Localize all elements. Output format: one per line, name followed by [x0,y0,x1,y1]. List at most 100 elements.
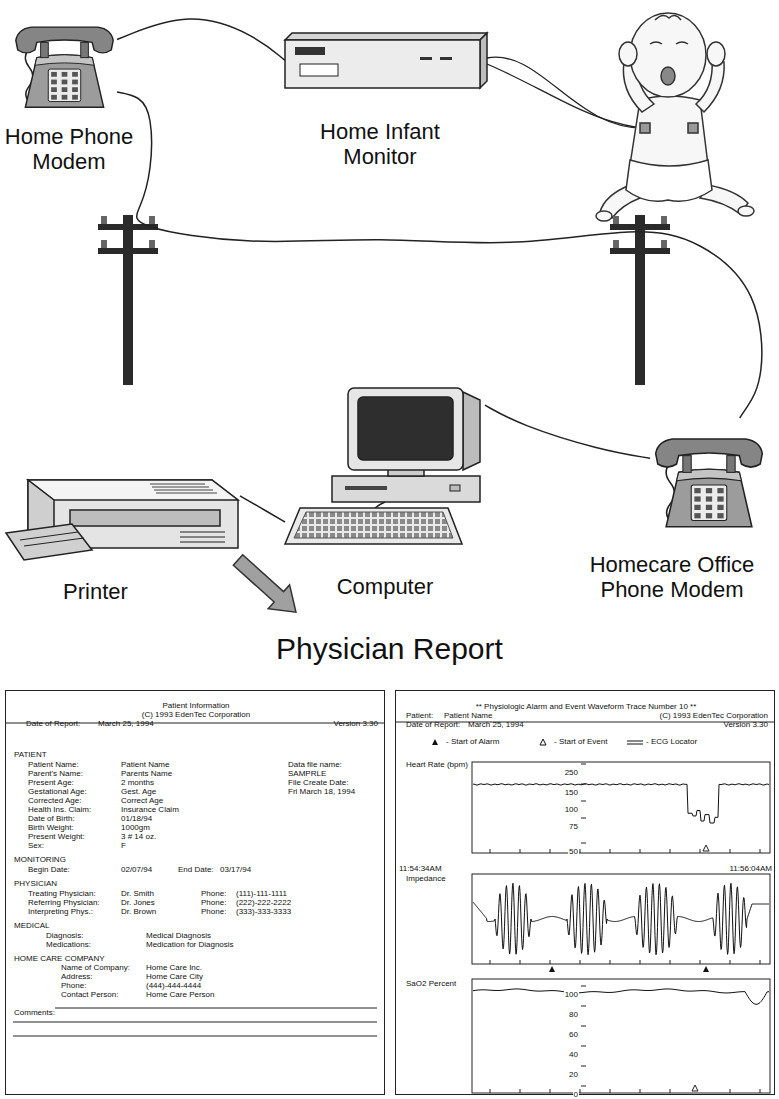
text-slot: 75 [568,815,579,833]
report-field: 50 [568,848,579,856]
text-slot: SaO2 Percent [406,972,456,990]
text-slot: Home Care Inc. [146,956,202,974]
text-slot: PHYSICIAN [14,872,57,890]
utility-pole [98,215,158,385]
infant-illustration [626,160,712,201]
report-field: Patient Name [444,712,492,720]
report-field: F [121,842,126,850]
phone-wire [117,19,285,60]
utility-pole [635,215,645,385]
legend-text: - Start of Event [554,738,607,746]
report-field: 150 [564,789,579,797]
legend-item: - Start of Alarm [427,738,499,746]
phone-wire [117,92,762,418]
report-field: 1000gm [121,824,150,832]
printer-illustration [20,532,84,546]
infant-illustration [655,15,681,20]
report-field: Gest. Age [121,788,156,796]
report-field: Home Care City [146,973,203,981]
infant-monitor-illustration [285,40,480,88]
computer-illustration [332,476,480,502]
report-rules [6,723,384,1036]
phone-wire [240,496,285,522]
report-page: Patient Information(C) 1993 EdenTec Corp… [5,690,385,1095]
utility-pole [661,216,667,224]
report-field: Patient Name: [28,761,79,769]
text-slot: Dr. Smith [121,882,154,900]
infant-illustration [738,206,754,216]
report-field: Health Ins. Claim: [28,806,91,814]
report-field: Present Age: [28,779,74,787]
report-field: MEDICAL [14,922,50,930]
report-field: 03/17/94 [220,866,251,874]
trace-charts [472,874,770,964]
infant-illustration [688,123,698,133]
report-field: Name of Company: [61,964,130,972]
utility-pole [149,240,155,248]
report-field: (111)-111-1111 [236,890,287,898]
legend-sample [627,738,643,746]
text-slot: Patient Information [162,694,229,712]
report-field: 02/07/94 [121,866,152,874]
report-field: PATIENT [14,751,47,759]
report-field: Present Weight: [28,833,85,841]
text-slot: MONITORING [14,848,66,866]
text-slot: Data file name: [288,753,342,771]
phone-modem: Homecare Office Phone Modem [650,418,768,533]
report-rules [13,1022,377,1023]
device-label: Home Phone Modem [2,125,136,174]
trace-charts [472,979,770,1093]
text-slot: 02/07/94 [121,858,152,876]
report-field: Medications: [46,941,91,949]
report-field: Corrected Age: [28,797,81,805]
report-field: Date of Report: [406,721,460,729]
legend-text: - Start of Alarm [446,738,499,746]
report-field: Dr. Brown [121,908,156,916]
text-slot: Date of Report: [26,712,80,730]
trace-charts [581,986,586,1086]
report-field: 75 [568,823,579,831]
report-field: Medication for Diagnosis [146,941,234,949]
report-field: Dr. Jones [121,899,155,907]
infant-monitor-illustration [295,47,325,55]
report-field: Interpreting Phys.: [28,908,93,916]
text-slot: Version 3.30 [334,712,378,730]
report-field: Insurance Claim [121,806,179,814]
printer-illustration [6,480,238,560]
trace-charts [490,1089,760,1093]
text-slot: Patient Name [121,753,169,771]
report-field: Phone: [201,899,226,907]
report-field: (C) 1993 EdenTec Corporation [142,711,251,719]
report-field: 40 [568,1051,579,1059]
report-field: Gestational Age: [28,788,87,796]
report-field: March 25, 1994 [98,720,154,728]
device-label-holder: Home Infant Monitor [290,120,470,169]
report-field: Home Care Inc. [146,964,202,972]
text-slot: Comments: [14,1001,55,1019]
report-page: ** Physiologic Alarm and Event Waveform … [395,690,775,1095]
report-field: 3 # 14 oz. [121,833,156,841]
report-field: PHYSICIAN [14,880,57,888]
computer-illustration [358,397,453,460]
report-field: Referring Physician: [28,899,100,907]
infant-illustration [630,13,706,97]
text-slot: 20 [568,1063,579,1081]
report-field: Dr. Smith [121,890,154,898]
report-field: 250 [564,769,579,777]
report-field: Date of Birth: [28,815,75,823]
phone-wire [485,405,650,458]
text-slot: 100 [564,983,579,1001]
text-slot: 11:54:34AM [399,857,442,875]
computer-illustration [463,392,480,470]
legend-item: - ECG Locator [627,738,697,746]
device-label-holder: Printer [36,580,156,605]
phone-modem: Home Phone Modem [12,8,117,113]
text-slot: 100 [564,798,579,816]
report-field: Sex: [28,842,44,850]
report-field: 80 [568,1011,579,1019]
text-slot: Phone: [201,882,226,900]
device-label-holder: Computer [305,575,465,600]
report-field: Diagnosis: [46,932,83,940]
text-slot: 40 [568,1043,579,1061]
report-field: Address: [61,973,93,981]
